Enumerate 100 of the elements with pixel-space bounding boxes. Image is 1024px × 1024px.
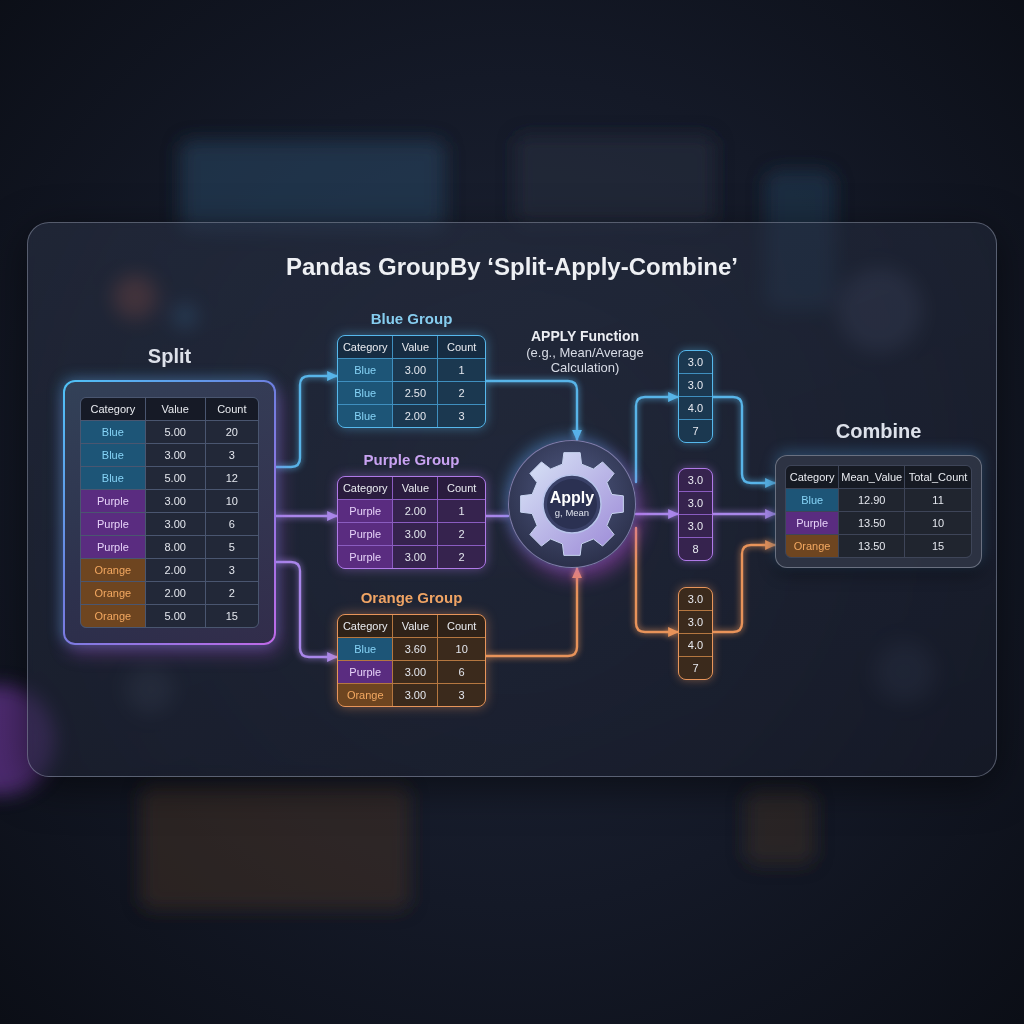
table-cell: 2 xyxy=(438,382,485,404)
category-cell: Blue xyxy=(786,489,839,511)
table-cell: 3.00 xyxy=(145,444,205,466)
table-cell: 3.00 xyxy=(145,490,205,512)
table-cell: 5.00 xyxy=(145,421,205,443)
header-cell: Count xyxy=(205,398,258,420)
category-cell: Purple xyxy=(786,512,839,534)
value-cell: 3.0 xyxy=(679,611,712,633)
value-cell: 3.0 xyxy=(679,588,712,610)
category-cell: Orange xyxy=(81,559,145,581)
header-cell: Value xyxy=(393,477,438,499)
table-cell: 3.00 xyxy=(393,359,438,381)
header-cell: Category xyxy=(338,477,393,499)
table-heading: Purple Group xyxy=(363,451,460,469)
category-cell: Purple xyxy=(338,546,393,568)
table-cell: 3 xyxy=(205,444,258,466)
table-cell: 2.50 xyxy=(393,382,438,404)
table-heading: Combine xyxy=(835,419,922,443)
header-cell: Category xyxy=(338,615,393,637)
table-cell: 3.60 xyxy=(393,638,438,660)
header-cell: Count xyxy=(438,477,485,499)
value-cell: 4.0 xyxy=(679,397,712,419)
table-cell: 5 xyxy=(205,536,258,558)
table-cell: 13.50 xyxy=(839,512,905,534)
category-cell: Purple xyxy=(81,513,145,535)
value-cell: 3.0 xyxy=(679,515,712,537)
table-cell: 15 xyxy=(905,535,971,557)
table-cell: 5.00 xyxy=(145,605,205,627)
table-cell: 12 xyxy=(205,467,258,489)
table-cell: 11 xyxy=(905,489,971,511)
value-cell: 7 xyxy=(679,657,712,679)
table-cell: 1 xyxy=(438,500,485,522)
table-cell: 3 xyxy=(438,405,485,427)
category-cell: Purple xyxy=(81,536,145,558)
header-cell: Count xyxy=(438,336,485,358)
value-cell: 7 xyxy=(679,420,712,442)
table-cell: 2 xyxy=(438,546,485,568)
category-cell: Blue xyxy=(338,382,393,404)
category-cell: Orange xyxy=(338,684,393,706)
table-heading: Blue Group xyxy=(370,310,453,328)
table-cell: 2 xyxy=(205,582,258,604)
header-cell: Category xyxy=(338,336,393,358)
category-cell: Orange xyxy=(81,582,145,604)
value-cell: 3.0 xyxy=(679,492,712,514)
table-cell: 10 xyxy=(438,638,485,660)
apply-label: Apply xyxy=(549,489,595,507)
category-cell: Blue xyxy=(338,638,393,660)
value-cell: 8 xyxy=(679,538,712,560)
header-cell: Value xyxy=(393,336,438,358)
table-cell: 2.00 xyxy=(145,582,205,604)
function-heading: APPLY Function xyxy=(530,328,640,345)
table-cell: 5.00 xyxy=(145,467,205,489)
table-cell: 3.00 xyxy=(145,513,205,535)
header-cell: Total_Count xyxy=(905,466,971,488)
category-cell: Blue xyxy=(81,421,145,443)
table-cell: 6 xyxy=(438,661,485,683)
header-cell: Count xyxy=(438,615,485,637)
table-cell: 2.00 xyxy=(393,405,438,427)
function-note: (e.g., Mean/Average Calculation) xyxy=(525,345,645,375)
value-cell: 3.0 xyxy=(679,351,712,373)
table-cell: 8.00 xyxy=(145,536,205,558)
category-cell: Blue xyxy=(81,444,145,466)
value-cell: 4.0 xyxy=(679,634,712,656)
table-cell: 6 xyxy=(205,513,258,535)
header-cell: Value xyxy=(145,398,205,420)
category-cell: Blue xyxy=(338,359,393,381)
diagram-title: Pandas GroupBy ‘Split-Apply-Combine’ xyxy=(286,253,738,281)
table-cell: 3.00 xyxy=(393,684,438,706)
header-cell: Value xyxy=(393,615,438,637)
category-cell: Blue xyxy=(81,467,145,489)
value-cell: 3.0 xyxy=(679,374,712,396)
value-cell: 3.0 xyxy=(679,469,712,491)
category-cell: Blue xyxy=(338,405,393,427)
table-cell: 2.00 xyxy=(393,500,438,522)
apply-sublabel: g, Mean xyxy=(554,507,590,519)
table-cell: 3.00 xyxy=(393,523,438,545)
header-cell: Category xyxy=(786,466,839,488)
table-cell: 20 xyxy=(205,421,258,443)
header-cell: Mean_Value xyxy=(839,466,905,488)
table-cell: 3 xyxy=(205,559,258,581)
header-cell: Category xyxy=(81,398,145,420)
category-cell: Orange xyxy=(786,535,839,557)
table-cell: 15 xyxy=(205,605,258,627)
table-cell: 10 xyxy=(905,512,971,534)
table-cell: 1 xyxy=(438,359,485,381)
table-cell: 12.90 xyxy=(839,489,905,511)
table-cell: 2 xyxy=(438,523,485,545)
table-cell: 13.50 xyxy=(839,535,905,557)
table-cell: 3.00 xyxy=(393,661,438,683)
table-cell: 3.00 xyxy=(393,546,438,568)
table-heading: Orange Group xyxy=(360,589,463,607)
category-cell: Purple xyxy=(338,523,393,545)
table-cell: 2.00 xyxy=(145,559,205,581)
table-cell: 10 xyxy=(205,490,258,512)
table-heading: Split xyxy=(147,344,192,368)
category-cell: Orange xyxy=(81,605,145,627)
category-cell: Purple xyxy=(81,490,145,512)
category-cell: Purple xyxy=(338,500,393,522)
table-cell: 3 xyxy=(438,684,485,706)
category-cell: Purple xyxy=(338,661,393,683)
